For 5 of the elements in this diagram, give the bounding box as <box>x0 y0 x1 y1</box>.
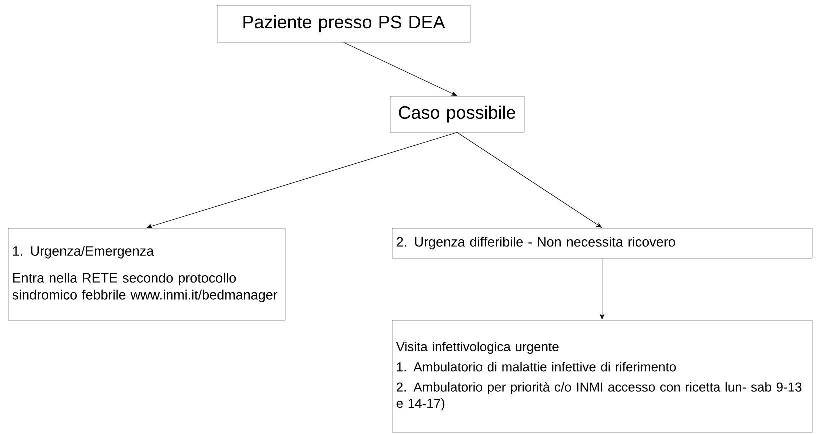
process-box: Paziente presso PS DEA <box>217 5 471 43</box>
process-box: Visita infettivologica urgente 1. Ambulatorio di malattie infettive di riferimento 2. Ambulatorio per priorità c/o INMI accesso con ricetta lun- sab 9-13 e 14-17) <box>392 320 813 433</box>
process-box: Caso possibile <box>390 96 525 133</box>
process-box: 1. Urgenza/Emergenza Entra nella RETE secondo protocollo sindromico febbrile www.inmi.it/bedmanager <box>8 228 286 321</box>
process-box: 2. Urgenza differibile - Non necessita ricovero <box>392 228 813 259</box>
